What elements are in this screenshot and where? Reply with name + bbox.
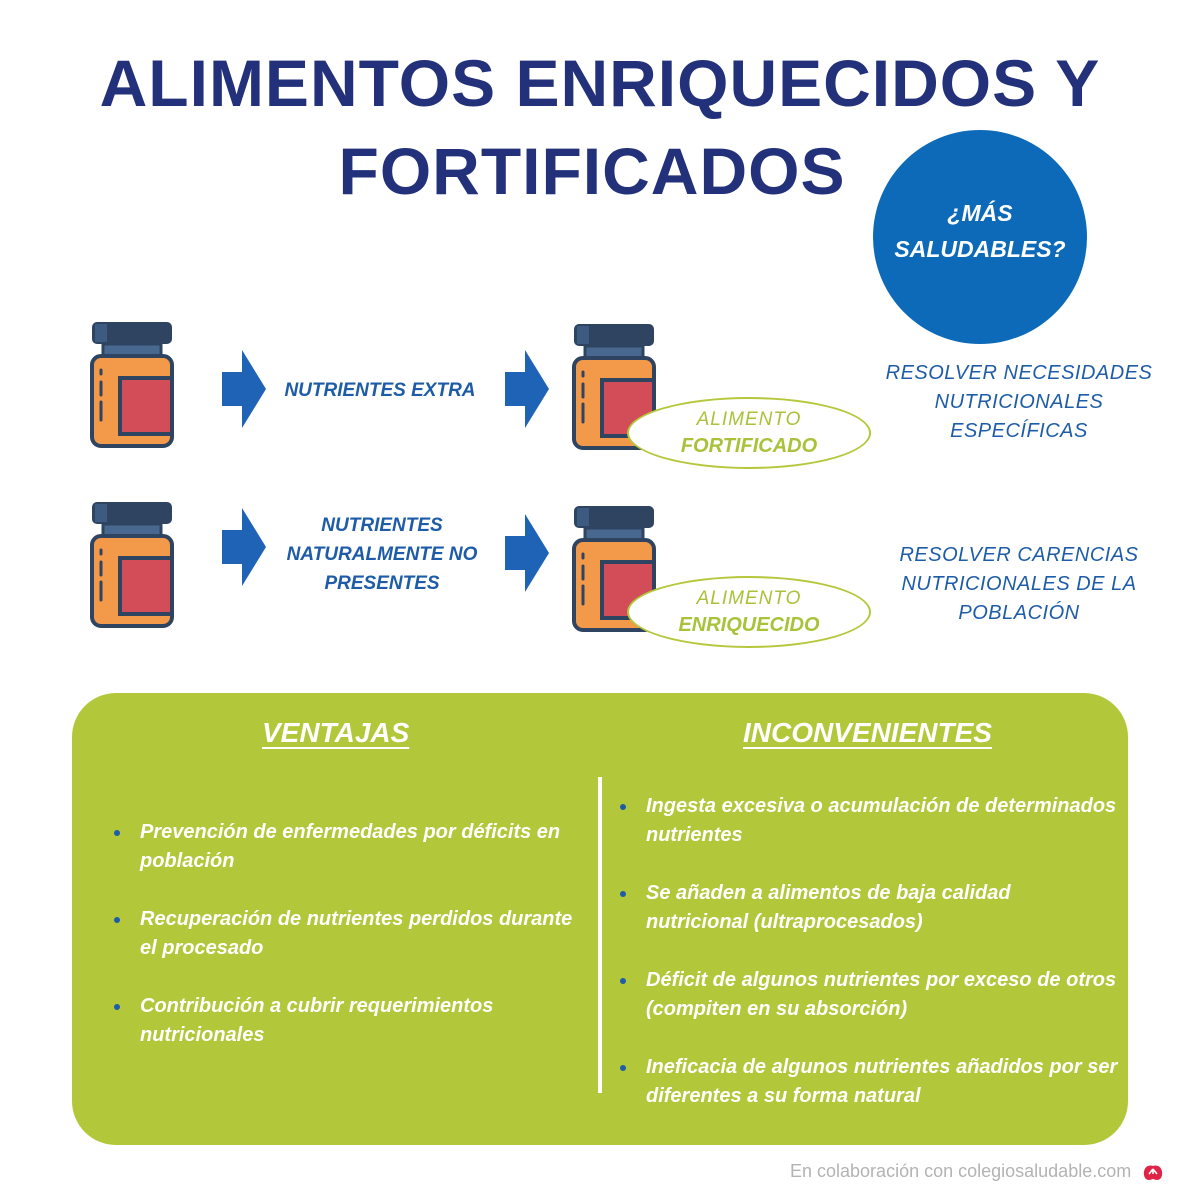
column-divider	[598, 777, 602, 1093]
arrow-right-icon	[505, 514, 549, 592]
list-item: Recuperación de nutrientes perdidos dura…	[112, 905, 582, 963]
advantages-list: Prevención de enfermedades por déficits …	[112, 818, 582, 1050]
nutrient-label-extra: NUTRIENTES EXTRA	[284, 380, 476, 401]
disadvantages-list: Ingesta excesiva o acumulación de determ…	[618, 792, 1118, 1111]
list-item: Se añaden a alimentos de baja calidad nu…	[618, 879, 1118, 937]
list-item: Prevención de enfermedades por déficits …	[112, 818, 582, 876]
footer-credit: En colaboración con colegiosaludable.com	[790, 1161, 1163, 1182]
fortified-food-label: ALIMENTO FORTIFICADO	[627, 397, 871, 469]
nutrient-label-not-present: NUTRIENTES NATURALMENTE NO PRESENTES	[286, 515, 478, 594]
advantages-title: VENTAJAS	[262, 717, 410, 748]
healthier-question-badge: ¿MÁS SALUDABLES?	[873, 130, 1087, 344]
pros-cons-panel: VENTAJAS INCONVENIENTES Prevención de en…	[72, 693, 1128, 1145]
jar-icon	[90, 322, 174, 448]
enriched-food-label: ALIMENTO ENRIQUECIDO	[627, 576, 871, 648]
title-line-1: ALIMENTOS ENRIQUECIDOS Y	[99, 46, 1101, 120]
disadvantages-title: INCONVENIENTES	[743, 717, 992, 748]
arrow-right-icon	[505, 350, 549, 428]
badge-line-2: SALUDABLES?	[894, 236, 1066, 262]
arrow-right-icon	[222, 350, 266, 428]
arrow-right-icon	[222, 508, 266, 586]
badge-line-1: ¿MÁS	[947, 200, 1013, 226]
footer-text: En colaboración con colegiosaludable.com	[790, 1161, 1132, 1181]
enriched-goal: RESOLVER CARENCIAS NUTRICIONALES DE LA P…	[899, 544, 1139, 624]
apple-logo-icon	[1144, 1165, 1163, 1180]
jar-icon	[90, 502, 174, 628]
list-item: Contribución a cubrir requerimientos nut…	[112, 992, 582, 1050]
list-item: Déficit de algunos nutrientes por exceso…	[618, 966, 1118, 1024]
list-item: Ingesta excesiva o acumulación de determ…	[618, 792, 1118, 850]
title-line-2: FORTIFICADOS	[338, 134, 846, 208]
list-item: Ineficacia de algunos nutrientes añadido…	[618, 1053, 1118, 1111]
fortified-goal: RESOLVER NECESIDADES NUTRICIONALES ESPEC…	[885, 362, 1153, 442]
